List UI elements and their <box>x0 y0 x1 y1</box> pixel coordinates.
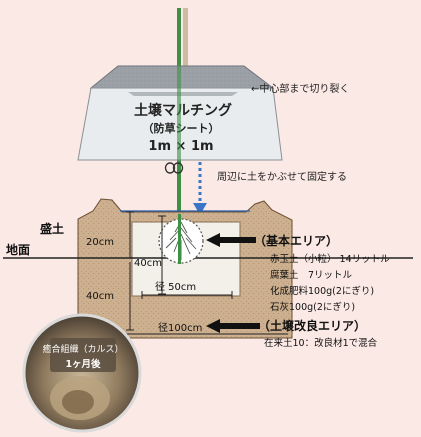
dim-40-center: 40cm <box>134 258 162 269</box>
pole-shadow <box>177 66 181 160</box>
callout-arrow-icon <box>206 233 256 247</box>
improve-area-heading: （土壌改良エリア） <box>258 318 366 333</box>
diam-100: 径100cm <box>158 321 202 334</box>
diam-50: 径 50cm <box>155 280 196 293</box>
callus-title: 癒合組織（カルス） <box>42 343 123 355</box>
mound-label: 盛土 <box>40 221 64 236</box>
down-arrow-icon <box>193 162 207 215</box>
dim-20: 20cm <box>86 237 114 248</box>
callus-time: 1ヶ月後 <box>65 358 101 370</box>
improve-area-note: 在来土10：改良材1で混合 <box>264 337 378 349</box>
sheet-title: 土壌マルチング <box>134 102 232 119</box>
basic-area-item: 化成肥料100g(2にぎり) <box>270 285 374 297</box>
basic-area-heading: （基本エリア） <box>254 233 338 248</box>
cut-center-note: ←中心部まで切り裂く <box>251 82 349 95</box>
pole-icon <box>177 8 188 328</box>
dimension-lines <box>88 211 288 335</box>
callout-arrow-icon <box>206 319 260 333</box>
basic-area-item: 赤玉土（小粒） 14リットル <box>270 253 390 265</box>
basic-area-item: 石灰100g(2にぎり) <box>270 301 355 313</box>
tie-loop-icon <box>164 162 184 174</box>
ground-label: 地面 <box>6 242 30 257</box>
soil-mound <box>77 198 293 339</box>
callus-photo <box>22 313 142 433</box>
dim-40-left: 40cm <box>86 291 114 302</box>
basic-area-item: 腐葉土 7リットル <box>270 269 353 281</box>
cover-edges-note: 周辺に土をかぶせて固定する <box>217 170 347 183</box>
pole-in-soil <box>178 214 181 264</box>
